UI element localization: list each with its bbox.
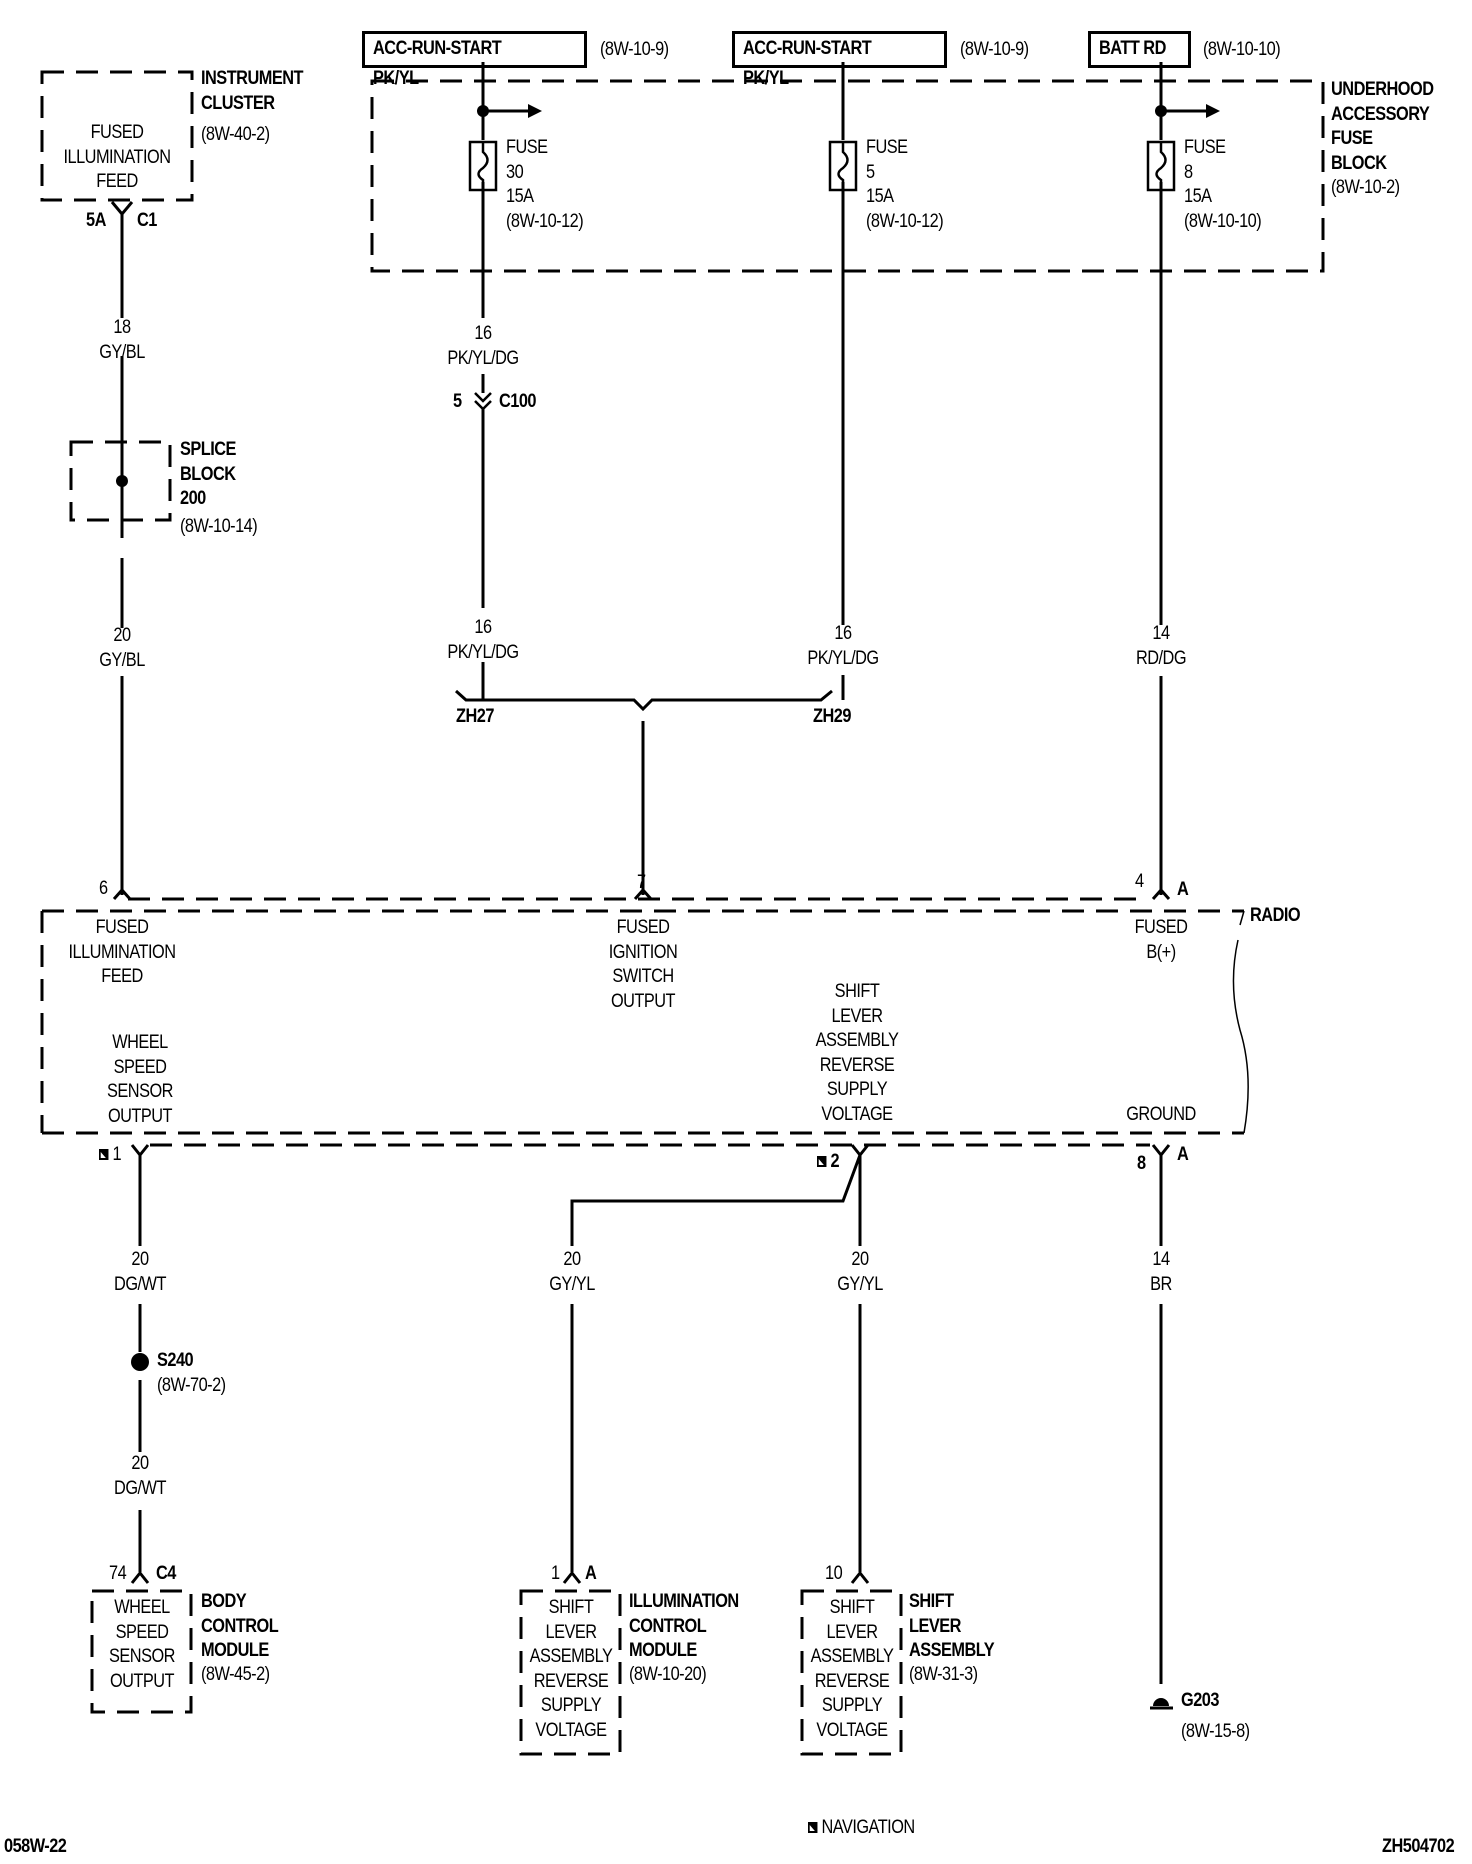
sla-ref: (8W-31-3) [909, 1664, 978, 1685]
connector-c1 [110, 201, 134, 217]
source-box-batt: BATT RD [1088, 31, 1191, 68]
radio-pin-2: 2 [817, 1150, 840, 1174]
navigation-icon [99, 1149, 109, 1161]
ground-ref: (8W-15-8) [1181, 1721, 1250, 1742]
splice-s240-ref: (8W-70-2) [157, 1375, 226, 1396]
wire-gyyl [570, 1154, 862, 1572]
fuse-block-box [370, 79, 1325, 273]
source-box-acc-1: ACC-RUN-START PK/YL [362, 31, 587, 89]
sla-pin: 10 [825, 1563, 843, 1584]
splice-block-ref: (8W-10-14) [180, 516, 258, 537]
icm-connector: A [585, 1563, 597, 1584]
radio-pin-6: 6 [99, 878, 108, 899]
footer-left-code: 058W-22 [4, 1836, 67, 1857]
splice-zh29: ZH29 [813, 706, 851, 727]
ground-symbol [1153, 1698, 1169, 1706]
radio-name: RADIO [1250, 905, 1301, 926]
instrument-cluster-box [40, 70, 194, 202]
sla-box [800, 1589, 903, 1756]
splice-block-box [69, 440, 172, 522]
radio-pin-8-connector: A [1177, 1144, 1189, 1165]
radio-box-break [1232, 910, 1249, 1134]
bcm-connector: C4 [156, 1563, 176, 1584]
radio-pin-4: 4 [1135, 871, 1144, 892]
radio-pin-7: 7 [637, 872, 646, 893]
c100-connector: C100 [499, 391, 537, 412]
bcm-box [90, 1589, 193, 1714]
navigation-icon [817, 1156, 827, 1168]
radio-fn-ground: GROUND [1126, 1104, 1196, 1125]
source-ref-acc-1: (8W-10-9) [600, 39, 669, 60]
radio-pin-4-connector: A [1177, 879, 1189, 900]
radio-pin-1: 1 [99, 1143, 122, 1167]
navigation-icon [808, 1822, 818, 1834]
radio-pin-8: 8 [1137, 1153, 1146, 1174]
bcm-ref: (8W-45-2) [201, 1664, 270, 1685]
splice-s240: S240 [157, 1350, 194, 1371]
c1-pin: 5A [86, 210, 106, 231]
splice-bar [454, 689, 833, 712]
bcm-pin: 74 [109, 1563, 127, 1584]
c1-connector: C1 [137, 210, 157, 231]
icm-box [519, 1589, 622, 1756]
icm-pin: 1 [551, 1563, 560, 1584]
splice-block-dot [116, 475, 128, 487]
source-box-acc-2: ACC-RUN-START PK/YL [732, 31, 947, 89]
instrument-cluster-ref: (8W-40-2) [201, 124, 270, 145]
source-ref-batt: (8W-10-10) [1203, 39, 1281, 60]
legend-navigation: NAVIGATION [808, 1816, 915, 1840]
splice-dot-fuse30 [477, 105, 489, 117]
radio-box [40, 909, 1244, 1135]
ground-name: G203 [1181, 1690, 1219, 1711]
splice-dot-fuse8 [1155, 105, 1167, 117]
icm-ref: (8W-10-20) [629, 1664, 707, 1685]
source-ref-acc-2: (8W-10-9) [960, 39, 1029, 60]
connector-c100 [474, 392, 492, 411]
splice-zh27: ZH27 [456, 706, 494, 727]
fuse-block-ref: (8W-10-2) [1331, 177, 1400, 198]
footer-right-code: ZH504702 [1382, 1836, 1455, 1857]
s240-dot [131, 1353, 149, 1371]
c100-pin: 5 [453, 391, 462, 412]
